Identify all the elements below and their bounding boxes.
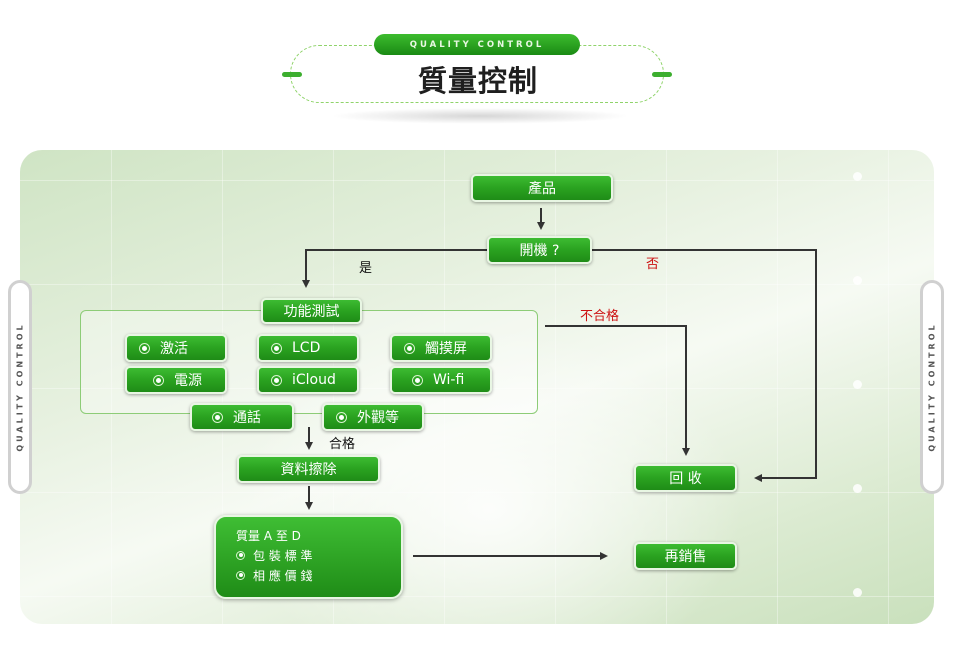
bullet-icon [412,374,423,386]
recycle-label: 回 收 [669,471,702,487]
arrow-fail [545,325,690,456]
test-label: 通話 [233,410,261,426]
side-tab-right: QUALITY CONTROL [920,280,944,494]
test-touchscreen: 觸摸屏 [390,334,492,362]
test-icloud: iCloud [257,366,359,394]
test-activation: 激活 [125,334,227,362]
decor-dot [853,380,862,389]
test-call: 通話 [190,403,294,431]
quality-title: 質量 A 至 D [236,528,301,543]
bullet-icon [236,550,245,560]
product-label: 產品 [528,181,556,197]
fail-label: 不合格 [580,309,620,324]
test-label: 激活 [160,341,188,357]
arrow-yes [302,249,489,288]
decor-dot [853,276,862,285]
resell-label: 再銷售 [664,549,707,565]
header-right-dash [652,72,672,77]
bullet-icon [236,570,245,580]
bullet-icon [271,342,282,354]
test-label: iCloud [292,372,336,388]
bullet-icon [271,374,282,386]
power-on-label: 開機 ? [519,243,560,259]
resell-box: 再銷售 [634,542,737,570]
data-wipe-box: 資料擦除 [237,455,380,483]
test-label: Wi-fi [433,372,465,388]
bullet-icon [212,411,223,423]
product-box: 產品 [471,174,613,202]
test-label: 電源 [174,373,202,389]
decor-dot [853,172,862,181]
power-on-box: 開機 ? [487,236,592,264]
bullet-icon [404,342,415,354]
test-wifi: Wi-fi [390,366,492,394]
test-label: LCD [292,340,321,356]
test-lcd: LCD [257,334,359,362]
header-badge: QUALITY CONTROL [374,34,580,55]
decor-dot [853,484,862,493]
header-shadow [330,108,630,124]
bullet-icon [336,411,347,423]
bullet-icon [153,374,164,386]
bullet-icon [139,342,150,354]
quality-item: 相 應 價 錢 [236,565,401,585]
data-wipe-label: 資料擦除 [280,462,337,478]
quality-item: 包 裝 標 準 [236,545,401,565]
test-power: 電源 [125,366,227,394]
side-tab-left: QUALITY CONTROL [8,280,32,494]
function-test-box: 功能測試 [261,298,362,324]
quality-title-row: 質量 A 至 D [236,525,401,545]
quality-item-label: 相 應 價 錢 [253,568,313,583]
quality-box: 質量 A 至 D 包 裝 標 準 相 應 價 錢 [214,515,403,599]
pass-label: 合格 [329,437,356,452]
decor-dot [853,588,862,597]
yes-label: 是 [359,261,373,276]
function-test-label: 功能測試 [283,304,340,320]
test-label: 外觀等 [357,410,399,426]
header-left-dash [282,72,302,77]
test-label: 觸摸屏 [425,341,467,357]
recycle-box: 回 收 [634,464,737,492]
arrow-no [590,249,817,482]
no-label: 否 [646,257,660,272]
page-title: 質量控制 [417,64,538,98]
function-test-group [80,310,538,414]
test-appearance: 外觀等 [322,403,424,431]
quality-item-label: 包 裝 標 準 [253,548,313,563]
